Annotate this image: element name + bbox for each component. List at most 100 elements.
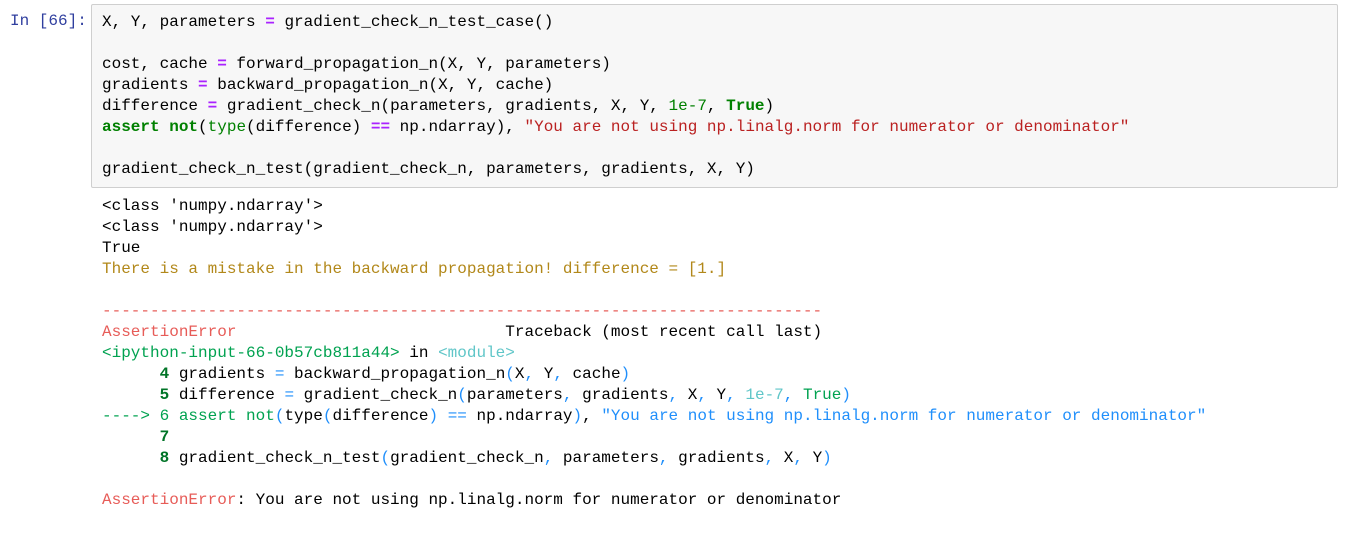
- code-token: not: [236, 407, 275, 425]
- code-token: gradient_check_n: [294, 386, 458, 404]
- code-token: ): [841, 386, 851, 404]
- cell-prompt: In [66]:: [10, 12, 87, 30]
- code-token: <class 'numpy.ndarray'>: [102, 197, 323, 215]
- output-line: AssertionError Traceback (most recent ca…: [102, 322, 1206, 343]
- code-token: X, Y, parameters: [102, 13, 266, 31]
- code-token: ): [620, 365, 631, 383]
- code-token: gradients: [668, 449, 765, 467]
- code-line: gradients = backward_propagation_n(X, Y,…: [102, 75, 1129, 96]
- code-line: assert not(type(difference) == np.ndarra…: [102, 117, 1129, 138]
- code-token: np.ndarray: [476, 407, 573, 425]
- code-token: X: [774, 449, 794, 467]
- output-line: AssertionError: You are not using np.lin…: [102, 490, 1206, 511]
- code-token: (: [457, 386, 467, 404]
- code-token: 7: [102, 428, 170, 446]
- code-token: ): [822, 449, 832, 467]
- code-token: 4: [102, 365, 170, 383]
- code-token: ==: [438, 407, 477, 425]
- code-line: [102, 33, 1129, 54]
- code-token: ,: [562, 386, 573, 404]
- code-token: in: [399, 344, 439, 362]
- output-line: 4 gradients = backward_propagation_n(X, …: [102, 364, 1206, 385]
- output-line: 8 gradient_check_n_test(gradient_check_n…: [102, 448, 1206, 469]
- code-token: gradients: [169, 365, 275, 383]
- code-token: gradient_check_n: [390, 449, 544, 467]
- code-token: not: [169, 118, 199, 136]
- code-line: [102, 138, 1129, 159]
- output-line: <class 'numpy.ndarray'>: [102, 217, 1206, 238]
- code-token: ,: [697, 386, 707, 404]
- code-token: gradient_check_n_test(gradient_check_n, …: [102, 160, 755, 178]
- code-token: (: [322, 407, 333, 425]
- code-line: difference = gradient_check_n(parameters…: [102, 96, 1129, 117]
- code-token: Y: [706, 386, 727, 404]
- code-token: cost, cache: [102, 55, 218, 73]
- code-token: [160, 118, 170, 136]
- code-token: gradients: [102, 76, 199, 94]
- code-token: ,: [726, 386, 746, 404]
- code-line: gradient_check_n_test(gradient_check_n, …: [102, 159, 1129, 180]
- code-token: gradients: [572, 386, 669, 404]
- code-token: (: [198, 118, 208, 136]
- code-token: difference: [332, 407, 429, 425]
- code-token: (: [274, 407, 285, 425]
- code-token: type: [284, 407, 323, 425]
- code-token: 8: [102, 449, 170, 467]
- code-token: gradient_check_n_test: [169, 449, 381, 467]
- code-token: gradient_check_n_test_case(): [274, 13, 554, 31]
- code-token: True: [726, 97, 765, 115]
- output-line: 5 difference = gradient_check_n(paramete…: [102, 385, 1206, 406]
- code-token: ): [572, 407, 583, 425]
- code-token: ----------------------------------------…: [102, 302, 823, 320]
- code-token: ==: [370, 118, 391, 136]
- code-token: AssertionError: [102, 491, 237, 509]
- output-line: 7: [102, 427, 1206, 448]
- code-token: Y: [802, 449, 823, 467]
- code-token: =: [198, 76, 208, 94]
- code-token: ,: [658, 449, 669, 467]
- code-token: "You are not using np.linalg.norm for nu…: [524, 118, 1130, 136]
- code-token: ,: [553, 365, 563, 383]
- code-token: ----> 6: [102, 407, 170, 425]
- code-token: np.ndarray),: [390, 118, 525, 136]
- code-token: 5: [102, 386, 170, 404]
- output-line: ----> 6 assert not(type(difference) == n…: [102, 406, 1206, 427]
- code-token: cache: [562, 365, 621, 383]
- code-token: <ipython-input-66-0b57cb811a44>: [102, 344, 400, 362]
- code-editor[interactable]: X, Y, parameters = gradient_check_n_test…: [102, 12, 1129, 180]
- code-token: Y: [534, 365, 554, 383]
- code-token: 1e-7: [745, 386, 784, 404]
- code-token: parameters: [553, 449, 659, 467]
- code-token: True: [102, 239, 141, 257]
- code-cell-input[interactable]: X, Y, parameters = gradient_check_n_test…: [91, 4, 1338, 188]
- code-token: ): [764, 97, 775, 115]
- output-line: <class 'numpy.ndarray'>: [102, 196, 1206, 217]
- code-token: difference: [102, 97, 208, 115]
- code-token: AssertionError: [102, 323, 237, 341]
- code-token: : You are not using np.linalg.norm for n…: [236, 491, 842, 509]
- code-token: =: [284, 386, 295, 404]
- code-token: ): [428, 407, 439, 425]
- code-token: forward_propagation_n(X, Y, parameters): [226, 55, 611, 73]
- output-line: [102, 469, 1206, 490]
- code-token: ,: [668, 386, 679, 404]
- output-line: There is a mistake in the backward propa…: [102, 259, 1206, 280]
- code-token: ,: [524, 365, 535, 383]
- code-token: <module>: [438, 344, 515, 362]
- cell-output: <class 'numpy.ndarray'> <class 'numpy.nda…: [102, 196, 1206, 511]
- code-token: parameters: [466, 386, 563, 404]
- code-token: True: [802, 386, 842, 404]
- code-token: type: [207, 118, 247, 136]
- code-token: =: [274, 365, 285, 383]
- code-token: (: [505, 365, 515, 383]
- code-token: X: [514, 365, 525, 383]
- code-token: Traceback (most recent call last): [236, 323, 823, 341]
- code-token: X: [678, 386, 698, 404]
- code-token: =: [217, 55, 227, 73]
- code-token: =: [265, 13, 275, 31]
- code-token: gradient_check_n(parameters, gradients, …: [217, 97, 669, 115]
- code-token: backward_propagation_n: [284, 365, 506, 383]
- code-token: ,: [582, 407, 602, 425]
- code-token: assert: [102, 118, 160, 136]
- output-line: True: [102, 238, 1206, 259]
